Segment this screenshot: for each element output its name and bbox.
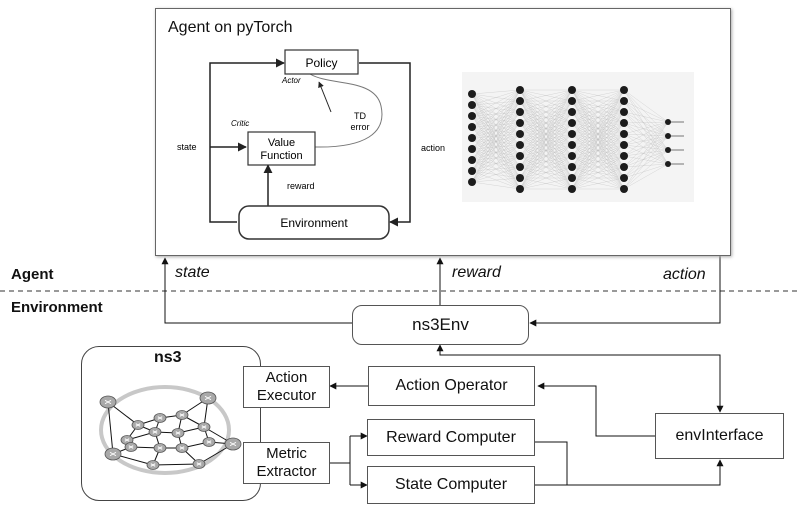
neuron-node bbox=[620, 163, 628, 171]
neuron-node bbox=[568, 119, 576, 127]
td-label-2: error bbox=[350, 122, 369, 132]
metric-extractor-label-2: Extractor bbox=[256, 463, 317, 480]
neuron-node bbox=[468, 145, 476, 153]
neuron-node bbox=[665, 161, 671, 167]
neural-network-diagram bbox=[462, 72, 694, 202]
actor-label: Actor bbox=[281, 76, 301, 85]
state-computer-envinterface-arrow bbox=[535, 459, 724, 486]
action-executor-box: Action Executor bbox=[243, 366, 330, 408]
ac-action-label: action bbox=[421, 143, 445, 153]
neuron-node bbox=[516, 152, 524, 160]
env-interface-box: envInterface bbox=[655, 413, 784, 459]
action-operator-label: Action Operator bbox=[395, 377, 508, 394]
ac-environment-label: Environment bbox=[280, 216, 348, 230]
environment-section-label: Environment bbox=[11, 299, 103, 316]
network-topology bbox=[99, 385, 242, 475]
neuron-node bbox=[568, 152, 576, 160]
ns3-panel bbox=[81, 346, 261, 501]
neuron-node bbox=[516, 163, 524, 171]
neuron-node bbox=[468, 167, 476, 175]
neuron-node bbox=[468, 90, 476, 98]
neuron-node bbox=[516, 185, 524, 193]
state-arrow bbox=[161, 257, 352, 324]
td-label-1: TD bbox=[354, 111, 366, 121]
action-signal-label: action bbox=[663, 266, 706, 283]
ac-reward-label: reward bbox=[287, 181, 315, 191]
neuron-node bbox=[620, 141, 628, 149]
neuron-node bbox=[468, 123, 476, 131]
neuron-node bbox=[620, 86, 628, 94]
state-signal-label: state bbox=[175, 264, 210, 281]
neuron-node bbox=[516, 174, 524, 182]
env-interface-label: envInterface bbox=[675, 427, 764, 444]
ac-state-label: state bbox=[177, 142, 197, 152]
neuron-node bbox=[468, 178, 476, 186]
neuron-node bbox=[516, 108, 524, 116]
neuron-node bbox=[568, 174, 576, 182]
neuron-node bbox=[568, 108, 576, 116]
actor-critic-diagram: Policy Actor Value Function Critic TD er… bbox=[177, 49, 445, 240]
neuron-node bbox=[468, 134, 476, 142]
neuron-node bbox=[468, 112, 476, 120]
value-function-label-2: Function bbox=[260, 150, 302, 162]
neuron-node bbox=[568, 163, 576, 171]
neuron-node bbox=[620, 152, 628, 160]
neuron-node bbox=[516, 141, 524, 149]
value-function-box bbox=[247, 131, 316, 166]
policy-label: Policy bbox=[305, 56, 337, 70]
reward-computer-box: Reward Computer bbox=[367, 419, 535, 456]
neuron-node bbox=[620, 108, 628, 116]
policy-box bbox=[284, 49, 359, 75]
ac-environment-box bbox=[238, 205, 390, 240]
action-arrow bbox=[529, 256, 721, 327]
reward-signal-label: reward bbox=[452, 264, 501, 281]
value-function-label-1: Value bbox=[268, 137, 295, 149]
neuron-node bbox=[468, 101, 476, 109]
neuron-node bbox=[568, 130, 576, 138]
action-executor-label-1: Action bbox=[265, 369, 308, 386]
metric-extractor-label-1: Metric bbox=[266, 445, 307, 462]
neuron-node bbox=[665, 119, 671, 125]
envinterface-action-operator-arrow bbox=[537, 382, 655, 437]
action-executor-label-2: Executor bbox=[256, 387, 317, 404]
neuron-node bbox=[568, 141, 576, 149]
neuron-node bbox=[568, 185, 576, 193]
neuron-node bbox=[568, 97, 576, 105]
neuron-node bbox=[468, 156, 476, 164]
action-operator-box: Action Operator bbox=[368, 366, 535, 406]
neuron-node bbox=[620, 185, 628, 193]
neuron-node bbox=[620, 174, 628, 182]
neuron-node bbox=[620, 119, 628, 127]
metric-extractor-box: Metric Extractor bbox=[243, 442, 330, 484]
agent-section-label: Agent bbox=[11, 266, 54, 283]
neuron-node bbox=[620, 130, 628, 138]
neuron-node bbox=[665, 147, 671, 153]
state-computer-box: State Computer bbox=[367, 466, 535, 504]
ns3-title: ns3 bbox=[154, 349, 182, 366]
reward-computer-label: Reward Computer bbox=[386, 428, 516, 446]
ns3env-box: ns3Env bbox=[352, 305, 529, 345]
neuron-node bbox=[620, 97, 628, 105]
ns3env-envinterface-link bbox=[436, 344, 724, 413]
agent-panel-title: Agent on pyTorch bbox=[168, 19, 293, 36]
neuron-node bbox=[516, 130, 524, 138]
ns3env-label: ns3Env bbox=[412, 315, 469, 334]
neuron-node bbox=[516, 119, 524, 127]
critic-label: Critic bbox=[231, 119, 249, 128]
neuron-node bbox=[568, 86, 576, 94]
reward-computer-envinterface-link bbox=[535, 441, 568, 485]
neuron-node bbox=[516, 86, 524, 94]
neuron-node bbox=[516, 97, 524, 105]
state-computer-label: State Computer bbox=[394, 476, 508, 493]
neuron-node bbox=[665, 133, 671, 139]
